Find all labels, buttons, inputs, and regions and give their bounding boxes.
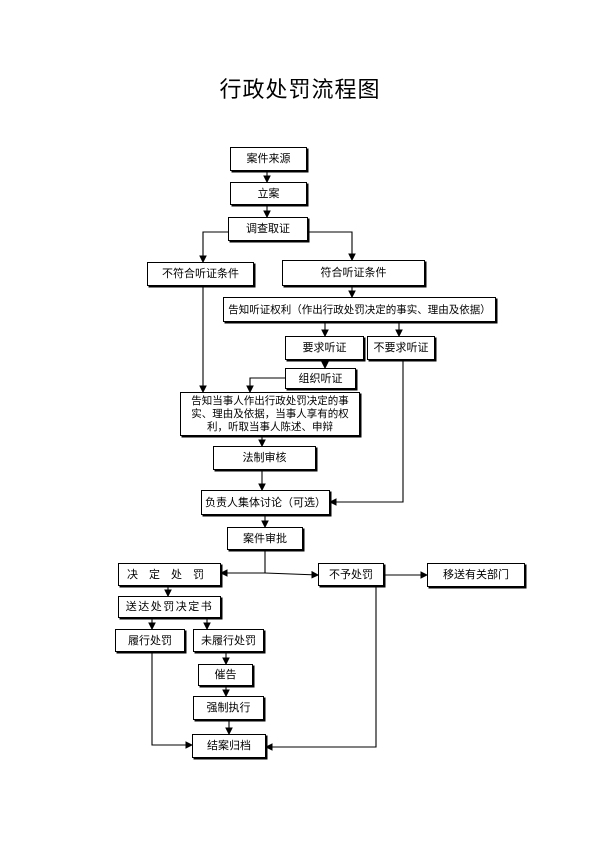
page-title: 行政处罚流程图 <box>219 78 381 103</box>
node-fulfill: 履行处罚 <box>115 629 185 652</box>
node-case-source: 案件来源 <box>230 147 307 171</box>
edge-nopenalty-close <box>264 585 377 751</box>
node-no-penalty: 不予处罚 <box>318 563 384 586</box>
node-enforce: 强制执行 <box>193 696 264 720</box>
edge-approval-decide <box>219 550 266 577</box>
node-urge: 催告 <box>198 664 253 686</box>
node-notify-hearing-right: 告知听证权利（作出行政处罚决定的事实、理由及依据） <box>223 297 496 322</box>
node-no-hearing: 不要求听证 <box>367 336 435 360</box>
node-transfer: 移送有关部门 <box>427 563 525 587</box>
node-investigate: 调查取证 <box>228 217 308 241</box>
edge-investigate-qualify <box>308 231 356 262</box>
edge-approval-nopenalty <box>264 570 320 579</box>
node-deliver: 送达处罚决定书 <box>118 596 221 618</box>
node-group-discussion: 负责人集体讨论（可选） <box>201 490 330 515</box>
node-notify-party: 告知当事人作出行政处罚决定的事实、理由及依据，当事人享有的权利，听取当事人陈述、… <box>180 392 360 436</box>
node-qualify: 符合听证条件 <box>282 260 425 286</box>
node-not-fulfill: 未履行处罚 <box>193 629 264 652</box>
edge-norequest-discussion <box>328 360 404 506</box>
node-close: 结案归档 <box>192 734 266 758</box>
node-organize-hearing: 组织听证 <box>285 368 356 389</box>
node-request-hearing: 要求听证 <box>285 336 364 360</box>
edge-organize-notify <box>246 377 285 394</box>
edge-investigate-notqualify <box>199 231 228 264</box>
node-not-qualify: 不符合听证条件 <box>147 262 254 286</box>
node-legal-review: 法制审核 <box>213 446 316 470</box>
node-approval: 案件审批 <box>227 527 303 550</box>
edge-fulfill-close <box>151 652 194 749</box>
node-decide-penalty: 决 定 处 罚 <box>118 563 221 586</box>
node-register: 立案 <box>230 182 307 205</box>
